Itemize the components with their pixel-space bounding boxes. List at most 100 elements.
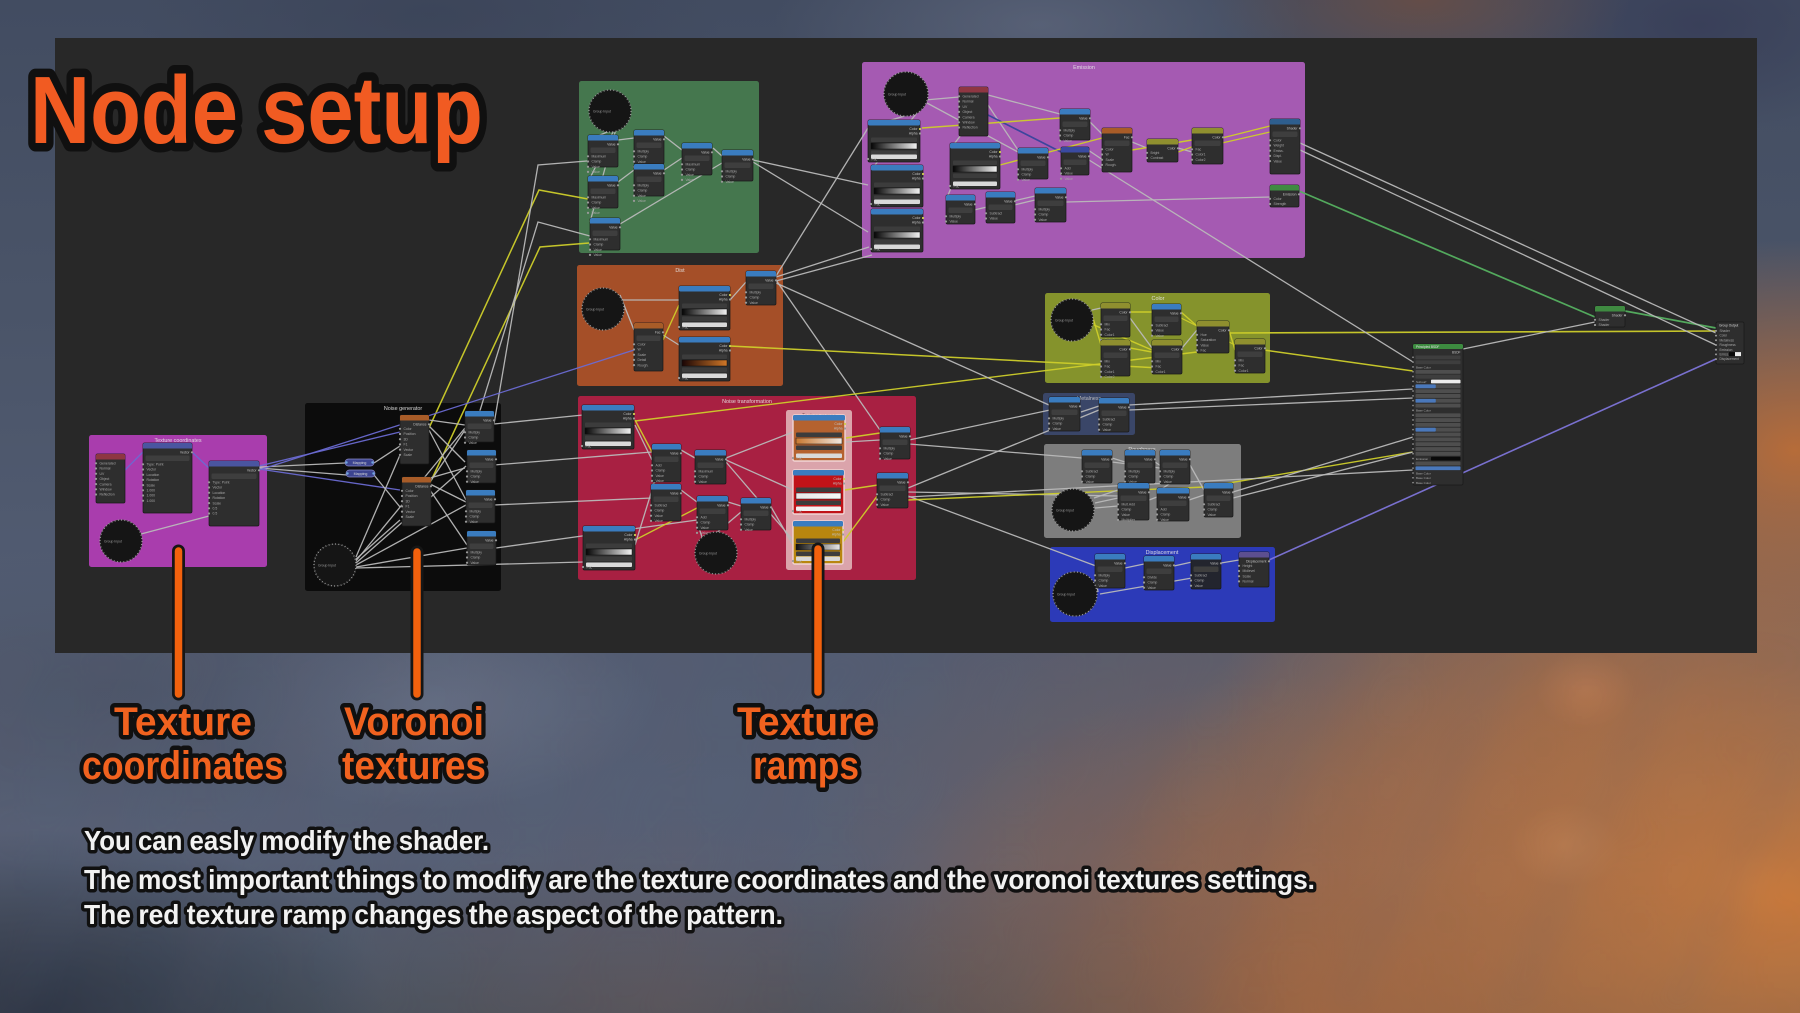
svg-text:Vector: Vector [213,486,223,490]
svg-text:Voronoi: Voronoi [344,700,484,744]
svg-text:Alpha: Alpha [832,533,841,537]
svg-text:Value: Value [950,220,959,224]
svg-text:Fac: Fac [797,510,803,514]
svg-text:Value: Value [471,561,480,565]
svg-text:Value: Value [760,506,769,510]
svg-text:Clamp: Clamp [1122,508,1132,512]
svg-text:Clamp: Clamp [469,436,479,440]
svg-text:Mapping: Mapping [354,472,368,476]
svg-text:Scale: Scale [1106,158,1115,162]
svg-text:Clamp: Clamp [594,243,604,247]
svg-text:Value: Value [715,458,724,462]
svg-text:Multiply: Multiply [1022,168,1034,172]
svg-text:Emission: Emission [1720,348,1733,352]
svg-text:Normal: Normal [963,100,974,104]
svg-text:1.000: 1.000 [147,499,156,503]
svg-text:Value: Value [1053,427,1062,431]
svg-text:Multiply: Multiply [638,184,650,188]
svg-text:Alpha: Alpha [719,298,728,302]
svg-text:Clamp: Clamp [686,168,696,172]
svg-text:Scale: Scale [404,453,413,457]
svg-text:Multiply: Multiply [950,215,962,219]
svg-text:Bright: Bright [1151,151,1160,155]
svg-text:Principled BSDF: Principled BSDF [1416,345,1439,349]
svg-text:Normal: Normal [1243,580,1254,584]
svg-text:Value: Value [1064,139,1073,143]
svg-text:Color: Color [1218,329,1227,333]
svg-text:Value: Value [484,498,493,502]
svg-text:Fac: Fac [954,185,960,189]
svg-text:Value: Value [1065,177,1074,181]
svg-text:Fac: Fac [872,158,878,162]
svg-text:Displ.: Displ. [1274,154,1283,158]
svg-text:Emission: Emission [1073,65,1095,71]
svg-text:Fac: Fac [797,457,803,461]
svg-text:Value: Value [899,435,908,439]
svg-text:Vector: Vector [247,469,257,473]
svg-text:UV: UV [100,472,105,476]
svg-text:Value: Value [607,143,616,147]
svg-text:Clamp: Clamp [1195,579,1205,583]
svg-text:Clamp: Clamp [592,160,602,164]
svg-text:Value: Value [670,452,679,456]
svg-text:Node setup: Node setup [30,57,483,164]
svg-text:The red texture ramp changes t: The red texture ramp changes the aspect … [84,899,783,930]
svg-text:Fac: Fac [1196,148,1202,152]
svg-text:Window: Window [963,121,976,125]
svg-text:Shader: Shader [1599,323,1611,327]
svg-text:Value: Value [1170,312,1179,316]
svg-text:Scale: Scale [147,483,156,487]
svg-text:Clamp: Clamp [1099,579,1109,583]
svg-text:Subtract: Subtract [1086,470,1099,474]
svg-text:Value: Value [1122,513,1131,517]
svg-text:Value: Value [1103,428,1112,432]
svg-text:Subtract: Subtract [1156,324,1169,328]
svg-text:Alpha: Alpha [834,427,843,431]
svg-text:Location: Location [147,473,160,477]
svg-text:Maximum: Maximum [686,163,701,167]
svg-text:Multiply: Multiply [1164,470,1176,474]
svg-text:Value: Value [1210,562,1219,566]
svg-text:Generated: Generated [100,462,116,466]
svg-text:Rough.: Rough. [638,363,649,367]
svg-text:Group Output: Group Output [1719,324,1738,328]
svg-text:Multiply: Multiply [471,551,483,555]
svg-text:Contrast: Contrast [1151,156,1164,160]
svg-text:Value: Value [1039,218,1048,222]
svg-text:Fac: Fac [1105,328,1111,332]
svg-text:Clamp: Clamp [638,155,648,159]
svg-text:Weight: Weight [1274,144,1285,148]
svg-text:Distance: Distance [413,423,426,427]
svg-text:Location: Location [213,491,226,495]
svg-text:F1: F1 [404,443,408,447]
svg-text:Height: Height [1243,564,1253,568]
svg-text:Alpha: Alpha [833,482,842,486]
svg-text:Value: Value [655,519,664,523]
svg-text:Mix: Mix [1239,359,1245,363]
svg-text:Object: Object [100,477,110,481]
svg-text:Color: Color [989,150,998,154]
svg-text:Fac: Fac [1201,349,1207,353]
svg-text:Add: Add [1065,167,1071,171]
svg-text:Subtract: Subtract [1103,418,1116,422]
svg-text:Dist: Dist [675,268,685,274]
svg-text:Hue: Hue [1201,333,1207,337]
svg-text:Value: Value [1099,584,1108,588]
svg-text:Detail: Detail [638,358,647,362]
svg-text:Value: Value [765,279,774,283]
svg-text:Scale: Scale [1243,574,1252,578]
svg-text:Alpha: Alpha [912,221,921,225]
svg-text:Clamp: Clamp [1208,508,1218,512]
svg-text:Mapping: Mapping [353,461,367,465]
svg-text:Clamp: Clamp [1164,475,1174,479]
svg-text:Color: Color [1152,296,1165,302]
svg-text:Subsurf: Subsurf [1416,380,1427,384]
svg-text:Group Input: Group Input [104,540,122,544]
svg-text:Value: Value [1148,586,1157,590]
svg-text:Value: Value [1129,480,1138,484]
svg-text:Group Input: Group Input [1055,319,1073,323]
svg-text:BSDF: BSDF [1452,351,1461,355]
svg-text:Color: Color [912,216,921,220]
svg-text:Subtract: Subtract [655,504,668,508]
svg-text:0.5: 0.5 [213,507,218,511]
